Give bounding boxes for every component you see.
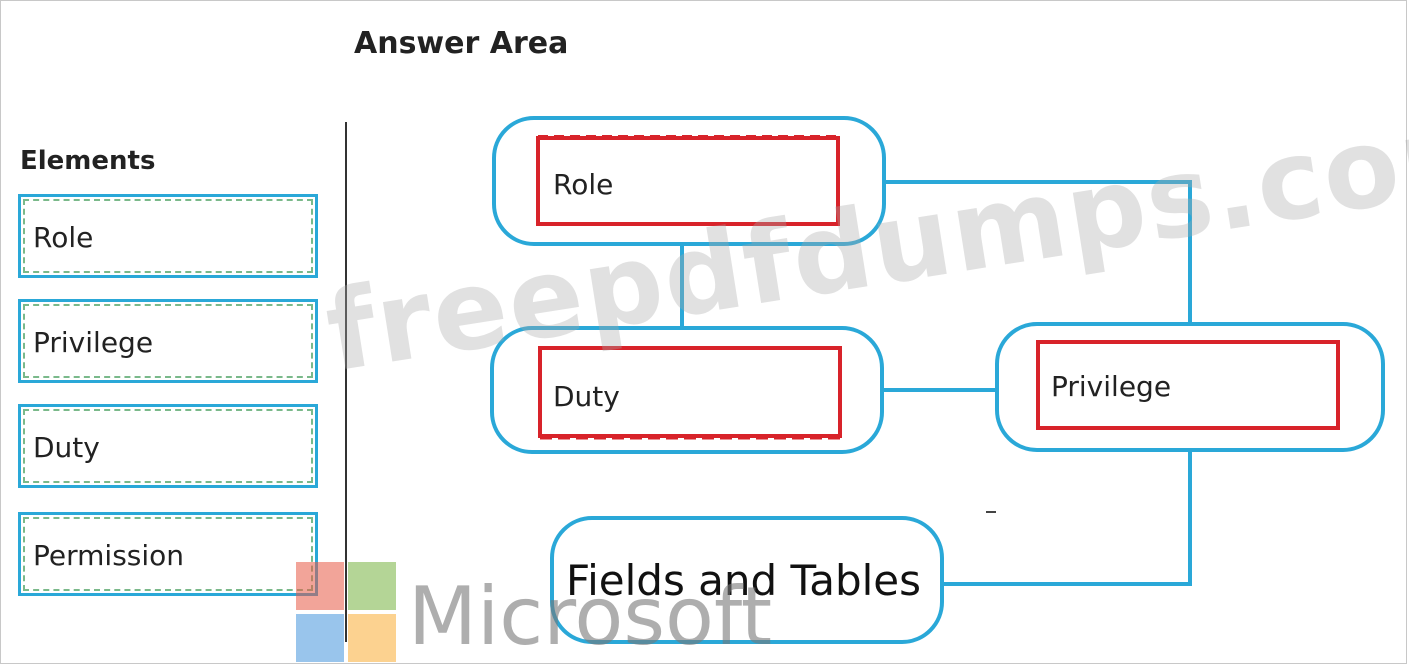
elements-panel-title: Elements [20, 146, 156, 176]
connector-role-privilege [884, 180, 1192, 324]
fields-tables-container [550, 516, 944, 644]
fields-tables-label: Fields and Tables [566, 556, 922, 605]
role-node-label: Role [553, 168, 614, 201]
element-label: Permission [33, 539, 185, 572]
microsoft-logo-icon [296, 562, 400, 666]
duty-answer-box [538, 346, 842, 438]
duty-node-label: Duty [553, 380, 620, 413]
element-privilege[interactable]: Privilege [18, 299, 318, 383]
element-role[interactable]: Role [18, 194, 318, 278]
privilege-answer-box [1036, 340, 1340, 430]
connector-privilege-fields [940, 450, 1192, 586]
element-label: Privilege [33, 326, 154, 359]
role-answer-box [536, 136, 840, 226]
privilege-node-label: Privilege [1051, 370, 1172, 403]
element-label: Role [33, 221, 94, 254]
role-container [492, 116, 886, 246]
element-permission[interactable]: Permission [18, 512, 318, 596]
duty-container [490, 326, 884, 454]
privilege-container [995, 322, 1385, 452]
element-duty[interactable]: Duty [18, 404, 318, 488]
panel-divider [345, 122, 347, 642]
element-label: Duty [33, 431, 100, 464]
answer-area-title: Answer Area [354, 26, 569, 61]
microsoft-wordmark: Microsoft [408, 570, 773, 663]
